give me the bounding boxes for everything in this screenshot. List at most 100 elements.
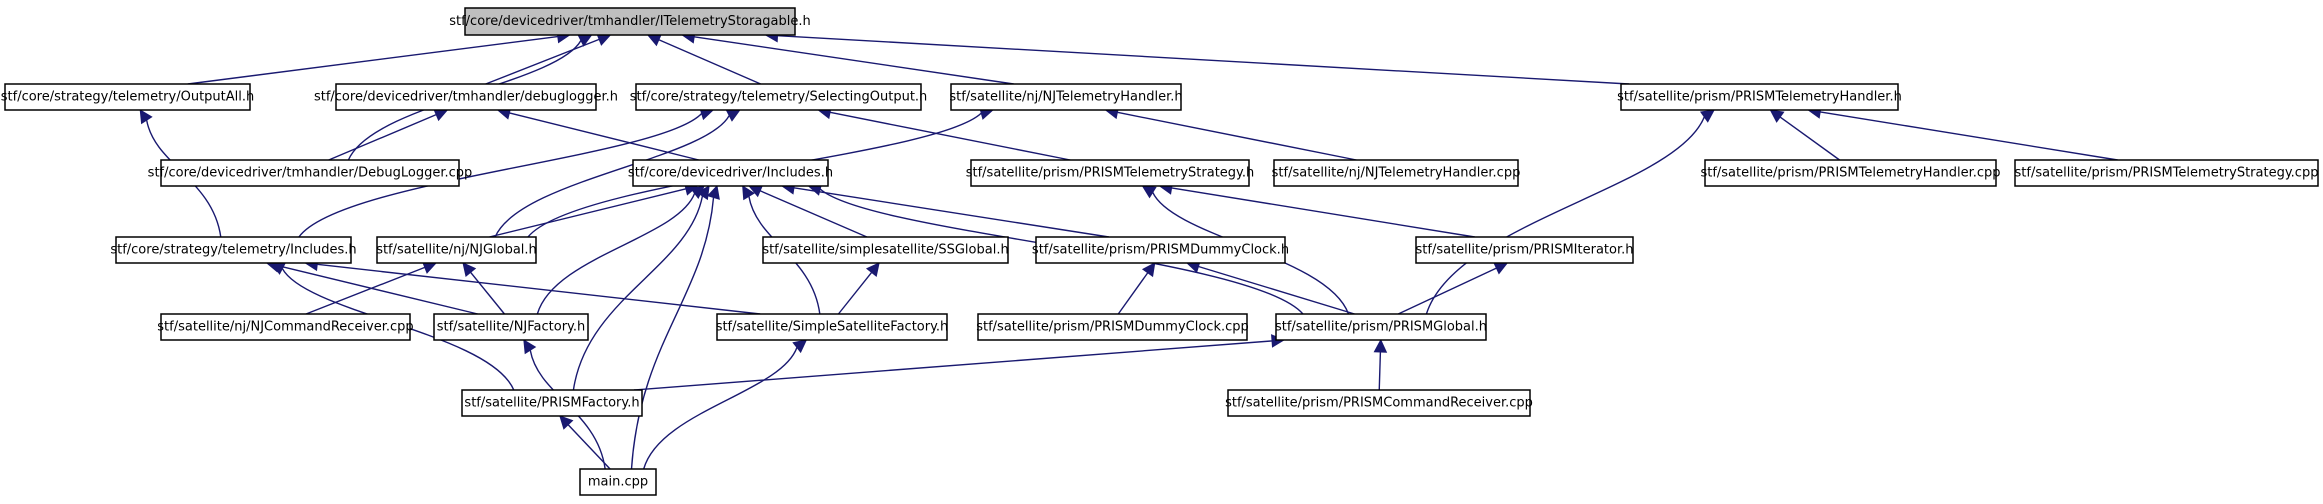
node-label: stf/core/devicedriver/tmhandler/DebugLog… xyxy=(148,166,473,181)
edge-ddincludes-to-debuglogger_h xyxy=(509,112,699,161)
node-njglobal[interactable]: stf/satellite/nj/NJGlobal.h xyxy=(376,236,537,264)
edge-ssfactory-to-tmincludes xyxy=(317,263,761,315)
node-box[interactable] xyxy=(1415,236,1634,264)
node-prismtmhandler_cpp[interactable]: stf/satellite/prism/PRISMTelemetryHandle… xyxy=(1700,159,2001,187)
node-box[interactable] xyxy=(950,83,1182,111)
node-box[interactable] xyxy=(1273,159,1519,187)
node-outputall[interactable]: stf/core/strategy/telemetry/OutputAll.h xyxy=(1,83,255,111)
node-njtmhandler[interactable]: stf/satellite/nj/NJTelemetryHandler.h xyxy=(949,83,1183,111)
node-debuglogger_h[interactable]: stf/core/devicedriver/tmhandler/debuglog… xyxy=(314,83,618,111)
node-tmincludes[interactable]: stf/core/strategy/telemetry/Includes.h xyxy=(110,236,357,264)
edge-arrowhead-prismcmdrecv-to-prismglobal xyxy=(1373,338,1388,353)
node-maincpp[interactable]: main.cpp xyxy=(579,468,657,496)
edge-njcmdrecv-to-njglobal xyxy=(305,266,426,315)
node-box[interactable] xyxy=(115,236,352,264)
edge-njtmhandler-to-root xyxy=(694,36,1014,85)
edge-prismtmhandler_cpp-to-prismtmhandler xyxy=(1779,116,1840,161)
node-box[interactable] xyxy=(4,83,251,111)
node-label: stf/satellite/simplesatellite/SSGlobal.h xyxy=(762,243,1008,258)
node-root[interactable]: stf/core/devicedriver/tmhandler/ITelemet… xyxy=(449,7,811,36)
node-box[interactable] xyxy=(1275,313,1487,341)
node-prismdummy_h[interactable]: stf/satellite/prism/PRISMDummyClock.h xyxy=(1032,236,1289,264)
node-label: stf/satellite/prism/PRISMTelemetryStrate… xyxy=(2015,166,2319,181)
node-box[interactable] xyxy=(579,468,657,496)
node-box[interactable] xyxy=(433,313,589,341)
edge-arrowhead-ssfactory-to-ssglobal xyxy=(865,262,880,278)
node-label: stf/satellite/PRISMFactory.h xyxy=(464,396,639,411)
node-ssglobal[interactable]: stf/satellite/simplesatellite/SSGlobal.h xyxy=(762,236,1009,264)
edge-prismglobal-to-prismtmhandler xyxy=(1425,116,1705,315)
node-label: stf/satellite/nj/NJTelemetryHandler.h xyxy=(949,90,1182,105)
edge-njglobal-to-selecting xyxy=(494,115,730,238)
node-label: stf/satellite/nj/NJTelemetryHandler.cpp xyxy=(1272,166,1521,181)
node-label: stf/satellite/prism/PRISMDummyClock.h xyxy=(1032,243,1289,258)
node-box[interactable] xyxy=(160,159,460,187)
node-label: main.cpp xyxy=(588,475,648,490)
node-label: stf/satellite/prism/PRISMTelemetryHandle… xyxy=(1700,166,2000,181)
node-box[interactable] xyxy=(376,236,537,264)
node-njtmhandler_cpp[interactable]: stf/satellite/nj/NJTelemetryHandler.cpp xyxy=(1272,159,1521,187)
edge-njglobal-to-ddincludes xyxy=(489,188,687,238)
node-ddincludes[interactable]: stf/core/devicedriver/Includes.h xyxy=(628,159,833,187)
node-box[interactable] xyxy=(1035,236,1286,264)
node-box[interactable] xyxy=(160,313,411,341)
node-box[interactable] xyxy=(461,389,643,417)
edge-arrowhead-prismdummy_cpp-to-prismdummy_h xyxy=(1141,262,1156,278)
node-box[interactable] xyxy=(632,159,829,187)
edge-ssfactory-to-ssglobal xyxy=(837,271,873,315)
edge-arrowhead-prismglobal-to-prismiterator xyxy=(1493,262,1509,275)
edge-arrowhead-debuglogger_cpp-to-debuglogger_h xyxy=(433,108,449,122)
edge-arrowhead-njglobal-to-selecting xyxy=(725,109,741,122)
node-box[interactable] xyxy=(977,313,1248,341)
node-label: stf/satellite/nj/NJGlobal.h xyxy=(376,243,537,258)
node-box[interactable] xyxy=(1620,83,1899,111)
node-prismdummy_cpp[interactable]: stf/satellite/prism/PRISMDummyClock.cpp xyxy=(976,313,1249,341)
node-label: stf/core/strategy/telemetry/OutputAll.h xyxy=(1,90,255,105)
node-selecting[interactable]: stf/core/strategy/telemetry/SelectingOut… xyxy=(630,83,928,111)
node-label: stf/satellite/SimpleSatelliteFactory.h xyxy=(716,320,949,335)
node-njfactory[interactable]: stf/satellite/NJFactory.h xyxy=(433,313,589,341)
node-box[interactable] xyxy=(464,7,796,36)
node-box[interactable] xyxy=(1704,159,1997,187)
edge-selecting-to-root xyxy=(658,39,761,85)
edge-njtmhandler_cpp-to-njtmhandler xyxy=(1117,111,1357,161)
edge-prismglobal-to-prismdummy_h xyxy=(1198,265,1355,315)
node-box[interactable] xyxy=(716,313,948,341)
edge-arrowhead-prismglobal-to-prismtmhandler xyxy=(1699,109,1715,123)
node-njcmdrecv[interactable]: stf/satellite/nj/NJCommandReceiver.cpp xyxy=(157,313,414,341)
edge-arrowhead-ssfactory-to-ddincludes xyxy=(742,185,755,201)
node-box[interactable] xyxy=(1227,389,1531,417)
edge-ssglobal-to-ddincludes xyxy=(759,190,868,238)
node-label: stf/core/strategy/telemetry/Includes.h xyxy=(110,243,356,258)
node-prismiterator[interactable]: stf/satellite/prism/PRISMIterator.h xyxy=(1415,236,1634,264)
edge-maincpp-to-ddincludes xyxy=(630,197,715,470)
edge-prismdummy_cpp-to-prismdummy_h xyxy=(1117,272,1149,315)
node-ssfactory[interactable]: stf/satellite/SimpleSatelliteFactory.h xyxy=(716,313,949,341)
edge-prismiterator-to-prismtmstrategy_h xyxy=(1171,187,1475,238)
node-box[interactable] xyxy=(762,236,1009,264)
edge-njfactory-to-tmincludes xyxy=(278,265,478,315)
node-debuglogger_cpp[interactable]: stf/core/devicedriver/tmhandler/DebugLog… xyxy=(148,159,473,187)
node-box[interactable] xyxy=(970,159,1250,187)
node-prismtmhandler[interactable]: stf/satellite/prism/PRISMTelemetryHandle… xyxy=(1617,83,1902,111)
node-box[interactable] xyxy=(335,83,597,111)
edge-debuglogger_h-to-root xyxy=(485,38,600,85)
node-prismfactory[interactable]: stf/satellite/PRISMFactory.h xyxy=(461,389,643,417)
node-label: stf/core/devicedriver/Includes.h xyxy=(628,166,833,181)
node-prismglobal[interactable]: stf/satellite/prism/PRISMGlobal.h xyxy=(1275,313,1487,341)
edge-arrowhead-maincpp-to-ddincludes xyxy=(706,184,720,200)
edge-prismfactory-to-prismglobal xyxy=(633,340,1273,391)
graph-nodes: stf/core/devicedriver/tmhandler/ITelemet… xyxy=(1,7,2319,496)
node-label: stf/satellite/prism/PRISMCommandReceiver… xyxy=(1225,396,1533,411)
node-box[interactable] xyxy=(2014,159,2319,187)
node-box[interactable] xyxy=(635,83,922,111)
node-prismtmstrategy_cpp[interactable]: stf/satellite/prism/PRISMTelemetryStrate… xyxy=(2014,159,2319,187)
edge-prismtmstrategy_cpp-to-prismtmhandler xyxy=(1820,111,2118,161)
edge-outputall-to-root xyxy=(187,35,558,85)
node-label: stf/satellite/prism/PRISMTelemetryHandle… xyxy=(1617,90,1902,105)
node-label: stf/satellite/nj/NJCommandReceiver.cpp xyxy=(157,320,413,335)
node-prismcmdrecv[interactable]: stf/satellite/prism/PRISMCommandReceiver… xyxy=(1225,389,1533,417)
node-prismtmstrategy_h[interactable]: stf/satellite/prism/PRISMTelemetryStrate… xyxy=(966,159,1255,187)
edge-arrowhead-maincpp-to-njfactory xyxy=(523,339,537,355)
